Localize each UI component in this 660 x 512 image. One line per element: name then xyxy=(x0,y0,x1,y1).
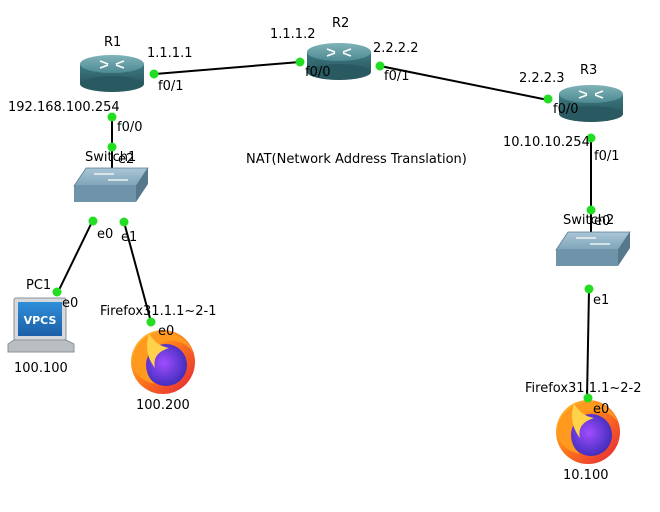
firefox1-caption-label: 100.200 xyxy=(136,398,190,413)
port-label-sw1-e2: e2 xyxy=(118,152,134,167)
port-label-sw1-e0: e0 xyxy=(97,227,113,242)
switch2-name-label: Switch2 xyxy=(563,213,614,228)
router-r2-icon[interactable] xyxy=(307,43,371,80)
link-switch1-firefox1 xyxy=(123,221,152,323)
port-dot-ff2-e0 xyxy=(583,393,593,403)
port-label-ff1-e0: e0 xyxy=(158,324,174,339)
link-r2-r3 xyxy=(379,65,549,101)
port-label-r1-f00: f0/0 xyxy=(117,120,143,135)
link-switch2-firefox2 xyxy=(586,289,590,399)
port-label-r3-f01: f0/1 xyxy=(594,149,620,164)
r1-ip-bottom-label: 192.168.100.254 xyxy=(8,100,120,115)
firefox2-caption-label: 10.100 xyxy=(563,468,609,483)
r1-name-label: R1 xyxy=(104,35,121,50)
switch2-icon[interactable] xyxy=(555,231,631,266)
port-label-ff2-e0: e0 xyxy=(593,402,609,417)
port-dot-ff1-e0 xyxy=(146,317,156,327)
r3-ip-bottom-label: 10.10.10.254 xyxy=(503,135,590,150)
port-label-r1-f01: f0/1 xyxy=(158,79,184,94)
diagram-title: NAT(Network Address Translation) xyxy=(246,152,467,167)
r1-ip-top-label: 1.1.1.1 xyxy=(147,46,192,61)
port-dot-r2-f01 xyxy=(375,61,385,71)
port-dot-sw1-e2 xyxy=(107,142,117,152)
port-dot-sw1-e1 xyxy=(119,217,129,227)
pc1-laptop-icon[interactable]: VPCS xyxy=(7,297,75,353)
firefox1-icon[interactable] xyxy=(131,330,195,394)
router-r3-icon[interactable] xyxy=(559,85,623,122)
r2-ip-right-label: 2.2.2.2 xyxy=(373,41,418,56)
port-label-r3-f00: f0/0 xyxy=(553,102,579,117)
r3-name-label: R3 xyxy=(580,63,597,78)
port-dot-sw1-e0 xyxy=(88,216,98,226)
pc1-name-label: PC1 xyxy=(26,278,51,293)
r2-name-label: R2 xyxy=(332,16,349,31)
pc1-caption-label: 100.100 xyxy=(14,361,68,376)
switch1-name-label: Switch1 xyxy=(85,150,136,165)
port-dot-sw2-e1 xyxy=(584,284,594,294)
router-r1-icon[interactable] xyxy=(80,55,144,92)
switch1-icon[interactable] xyxy=(73,167,149,202)
r3-ip-left-label: 2.2.2.3 xyxy=(519,71,564,86)
firefox1-name-label: Firefox31.1.1~2-1 xyxy=(100,304,217,319)
port-label-sw1-e1: e1 xyxy=(121,230,137,245)
port-dot-r3-f00 xyxy=(543,94,553,104)
pc1-vpcs-badge: VPCS xyxy=(24,314,57,327)
link-r1-r2 xyxy=(154,61,301,75)
port-dot-r2-f00 xyxy=(295,57,305,67)
firefox2-icon[interactable] xyxy=(556,400,620,464)
port-label-sw2-e1: e1 xyxy=(593,293,609,308)
port-dot-sw2-e0 xyxy=(586,205,596,215)
port-label-r2-f01: f0/1 xyxy=(384,69,410,84)
r2-ip-left-label: 1.1.1.2 xyxy=(270,27,315,42)
port-dot-pc1-e0 xyxy=(52,287,62,297)
port-label-pc1-e0: e0 xyxy=(62,296,78,311)
port-dot-r3-f01 xyxy=(586,133,596,143)
port-label-r2-f00: f0/0 xyxy=(305,65,331,80)
port-label-sw2-e0: e0 xyxy=(594,214,610,229)
port-dot-r1-f01 xyxy=(149,69,159,79)
port-dot-r1-f00 xyxy=(107,112,117,122)
firefox2-name-label: Firefox31.1.1~2-2 xyxy=(525,381,642,396)
link-switch1-pc1 xyxy=(57,221,93,293)
